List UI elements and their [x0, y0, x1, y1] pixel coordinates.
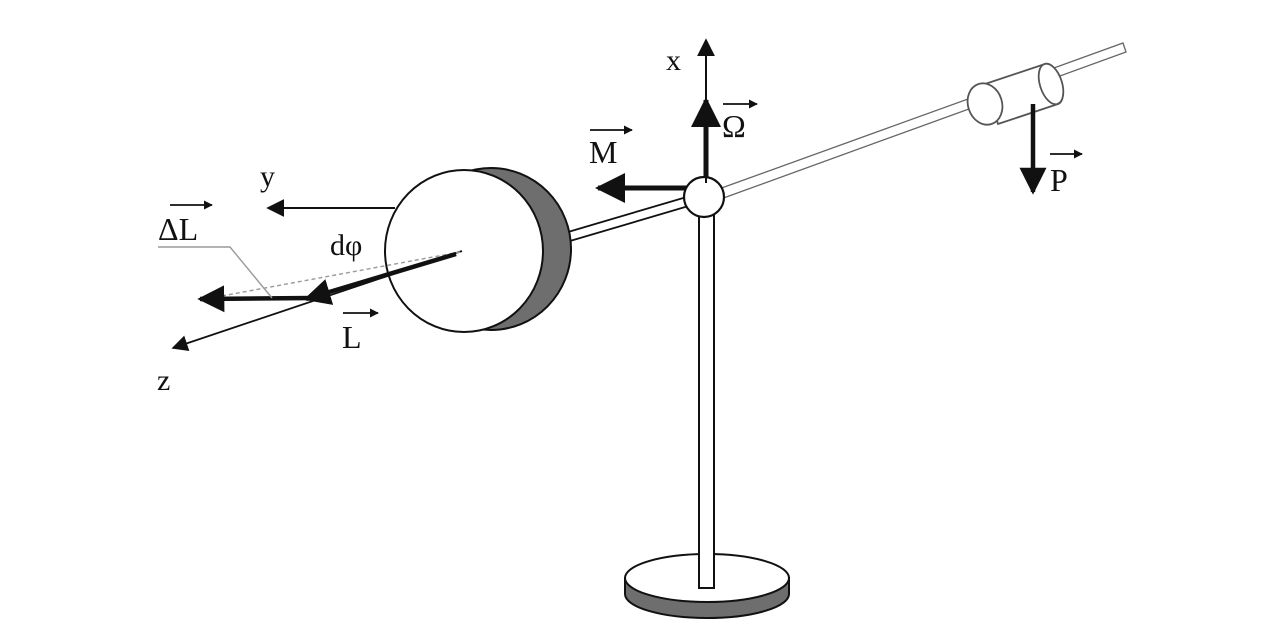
angular-momentum-label: L: [342, 319, 362, 355]
x-axis-label: x: [666, 44, 681, 77]
dphi-reference-line: [199, 251, 461, 301]
delta-L-label: ΔL: [158, 211, 198, 247]
stand-pole: [698, 207, 715, 589]
flywheel: [384, 167, 572, 333]
delta-L-leader: [158, 246, 273, 299]
angular-momentum-vector: [303, 251, 457, 305]
dphi-label: dφ: [330, 229, 362, 262]
weight-label: P: [1050, 162, 1068, 198]
y-axis-label: y: [260, 160, 275, 193]
moment-label: M: [589, 134, 617, 170]
counterweight: [966, 62, 1065, 126]
omega-label: Ω: [722, 108, 746, 144]
rod-to-wheel: [566, 194, 694, 243]
z-axis-label: z: [157, 364, 170, 397]
pivot-joint: [682, 175, 726, 219]
delta-L-vector: [197, 285, 313, 313]
